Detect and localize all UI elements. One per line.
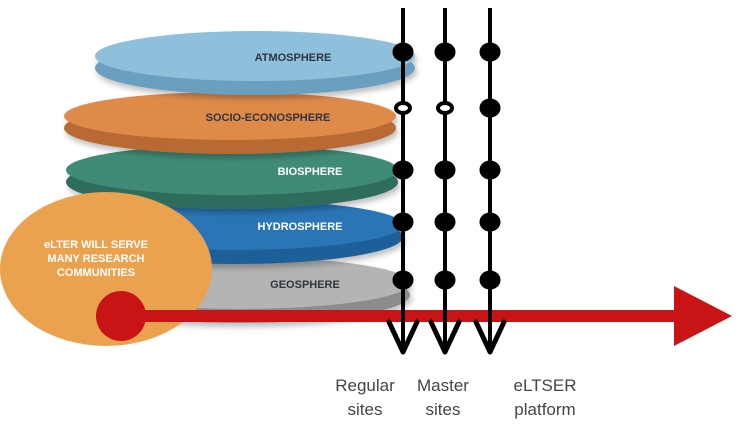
bubble-circle [0,192,212,346]
dot-icon [392,160,414,180]
dot-icon [394,101,412,115]
column-label-master-sites: Master sites [404,374,482,422]
bubble-line-3: COMMUNITIES [57,267,135,279]
layer-biosphere-top [66,145,398,195]
layer-socio-econosphere-top [64,92,396,140]
bubble-line-1: eLTER WILL SERVE [44,239,148,251]
column-label-regular-sites: Regular sites [326,374,404,422]
dot-icon [434,42,456,62]
layer-geosphere-label: GEOSPHERE [270,279,340,291]
dot-icon [479,212,501,232]
site-arrow-regular-sites [386,8,420,355]
dot-icon [479,42,501,62]
layer-hydrosphere-label: HYDROSPHERE [258,221,343,233]
dot-icon [434,160,456,180]
layer-socio-econosphere-label: SOCIO-ECONOSPHERE [206,112,331,124]
dot-icon [392,270,414,290]
dot-icon [436,101,454,115]
dot-icon [392,212,414,232]
column-label-eltser-line2: platform [514,400,576,419]
arrow-down-icon [473,319,507,355]
arrow-down-icon [386,319,420,355]
timeline-arrow [96,286,732,346]
dot-icon [434,212,456,232]
dot-icon [479,160,501,180]
column-label-regular-line2: sites [347,400,383,419]
dot-icon [392,42,414,62]
layer-atmosphere: ATMOSPHERE [95,31,415,95]
column-label-master-line2: sites [425,400,461,419]
site-arrow-eltser-platform [473,8,507,355]
dot-icon [479,98,501,118]
arrow-right-icon [674,286,732,346]
column-label-regular-line1: Regular [335,376,395,395]
research-communities-bubble: eLTER WILL SERVE MANY RESEARCH COMMUNITI… [0,192,212,346]
bubble-line-2: MANY RESEARCH [48,253,145,265]
arrow-down-icon [428,319,462,355]
layer-biosphere-label: BIOSPHERE [278,166,343,178]
dot-icon [479,270,501,290]
column-label-master-line1: Master [417,376,469,395]
layer-atmosphere-top [95,31,415,81]
timeline-start-dot [96,291,146,341]
site-arrow-master-sites [428,8,462,355]
column-label-eltser-line1: eLTSER [513,376,577,395]
dot-icon [434,270,456,290]
layer-socio-econosphere: SOCIO-ECONOSPHERE [64,92,396,154]
layer-biosphere: BIOSPHERE [66,145,398,209]
layer-atmosphere-label: ATMOSPHERE [255,52,332,64]
site-arrows [386,8,507,355]
column-label-eltser-platform: eLTSER platform [500,374,590,422]
